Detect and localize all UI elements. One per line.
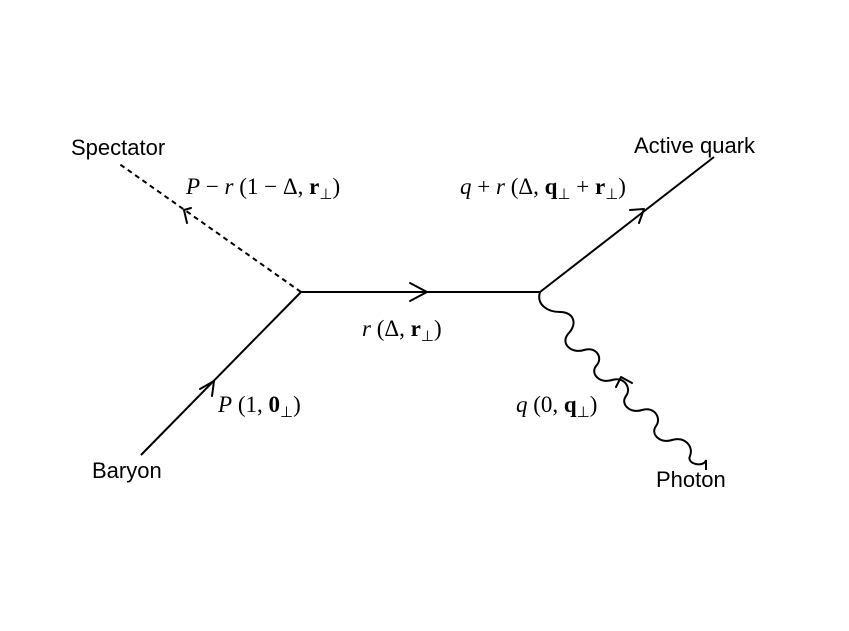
active-quark-arrow [629, 208, 645, 224]
int-sub: ⊥ [421, 329, 434, 345]
photon-wave [538, 291, 707, 470]
spectator-P: P [185, 174, 200, 199]
spectator-label: Spectator [71, 135, 165, 160]
int-vec: r [411, 316, 421, 341]
spectator-arrow [183, 207, 192, 224]
bar-sub: ⊥ [280, 405, 293, 421]
baryon-line [140, 291, 302, 456]
aq-r: r [496, 174, 506, 199]
baryon-momentum: P (1, 0⊥) [217, 392, 301, 421]
aq-paren: (Δ, [505, 174, 545, 199]
int-paren: (Δ, [371, 316, 411, 341]
aq-q: q [460, 174, 472, 199]
active-quark-momentum: q + r (Δ, q⊥ + r⊥) [460, 174, 626, 203]
spectator-line [117, 162, 302, 293]
bar-P: P [217, 392, 232, 417]
spectator-vec: r [309, 174, 319, 199]
aq-sub1: ⊥ [557, 187, 570, 203]
int-r: r [362, 316, 372, 341]
bar-vec: 0 [268, 392, 280, 417]
aq-plus2: + [571, 174, 595, 199]
spectator-momentum: P − r (1 − Δ, r⊥) [185, 174, 340, 203]
aq-vec1: q [545, 174, 558, 199]
aq-close: ) [618, 174, 626, 199]
photon-label: Photon [656, 467, 726, 492]
baryon-arrow [199, 380, 215, 397]
int-close: ) [434, 316, 442, 341]
photon-arrow [615, 376, 633, 388]
aq-plus: + [472, 174, 496, 199]
spectator-close: ) [332, 174, 340, 199]
internal-momentum: r (Δ, r⊥) [362, 316, 442, 345]
active-quark-label: Active quark [634, 133, 756, 158]
active-quark-line [539, 156, 715, 293]
spectator-r: r [225, 174, 235, 199]
ph-sub: ⊥ [577, 405, 590, 421]
baryon-label: Baryon [92, 458, 162, 483]
internal-arrow [409, 282, 428, 302]
bar-paren: (1, [232, 392, 268, 417]
bar-close: ) [293, 392, 301, 417]
spectator-sub: ⊥ [319, 187, 332, 203]
spectator-paren: (1 − Δ, [234, 174, 310, 199]
aq-sub2: ⊥ [605, 187, 618, 203]
ph-q: q [516, 392, 528, 417]
ph-vec: q [564, 392, 577, 417]
ph-paren: (0, [528, 392, 564, 417]
spectator-minus: − [200, 174, 224, 199]
ph-close: ) [590, 392, 598, 417]
aq-vec2: r [595, 174, 605, 199]
photon-momentum: q (0, q⊥) [516, 392, 597, 421]
